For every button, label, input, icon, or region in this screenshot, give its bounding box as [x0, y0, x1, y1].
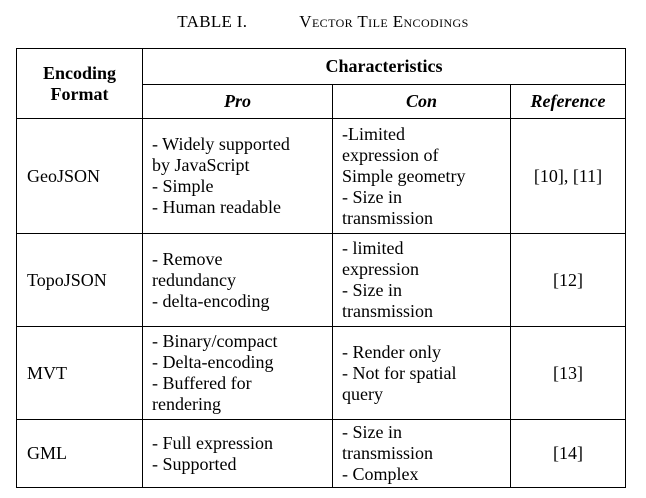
table-row-geojson: GeoJSON - Widely supported by JavaScript… — [16, 118, 627, 234]
cell-pro-geojson: - Widely supported by JavaScript - Simpl… — [142, 118, 333, 234]
cell-con-topojson: - limited expression - Size in transmiss… — [332, 233, 511, 327]
header-con: Con — [332, 84, 511, 119]
cell-pro-mvt: - Binary/compact - Delta-encoding - Buff… — [142, 326, 333, 420]
header-pro: Pro — [142, 84, 333, 119]
cell-reference-geojson: [10], [11] — [509, 118, 627, 234]
cell-pro-gml: - Full expression - Supported — [142, 419, 333, 488]
table-caption: TABLE I. Vector Tile Encodings — [0, 12, 646, 32]
table-caption-label: TABLE I. — [177, 12, 248, 31]
table-row-gml: GML - Full expression - Supported - Size… — [16, 419, 627, 488]
table-row-mvt: MVT - Binary/compact - Delta-encoding - … — [16, 326, 627, 420]
cell-format-geojson: GeoJSON — [16, 118, 143, 234]
table-row-topojson: TopoJSON - Remove redundancy - delta-enc… — [16, 233, 627, 327]
table-caption-title: Vector Tile Encodings — [299, 12, 469, 31]
header-characteristics: Characteristics — [141, 48, 627, 85]
cell-reference-topojson: [12] — [509, 233, 627, 327]
cell-con-gml: - Size in transmission - Complex — [332, 419, 511, 488]
cell-format-gml: GML — [16, 419, 143, 488]
cell-con-mvt: - Render only - Not for spatial query — [332, 326, 511, 420]
header-row-group: Encoding Format Characteristics — [16, 48, 627, 119]
header-reference: Reference — [509, 84, 627, 119]
header-row-sub: Pro Con Reference — [17, 84, 627, 119]
cell-format-topojson: TopoJSON — [16, 233, 143, 327]
cell-format-mvt: MVT — [16, 326, 143, 420]
cell-con-geojson: -Limited expression of Simple geometry -… — [332, 118, 511, 234]
cell-reference-mvt: [13] — [509, 326, 627, 420]
header-encoding-format: Encoding Format — [16, 48, 143, 119]
cell-pro-topojson: - Remove redundancy - delta-encoding — [142, 233, 333, 327]
vector-tile-encodings-table: Encoding Format Characteristics Pro Con … — [16, 48, 627, 488]
cell-reference-gml: [14] — [509, 419, 627, 488]
